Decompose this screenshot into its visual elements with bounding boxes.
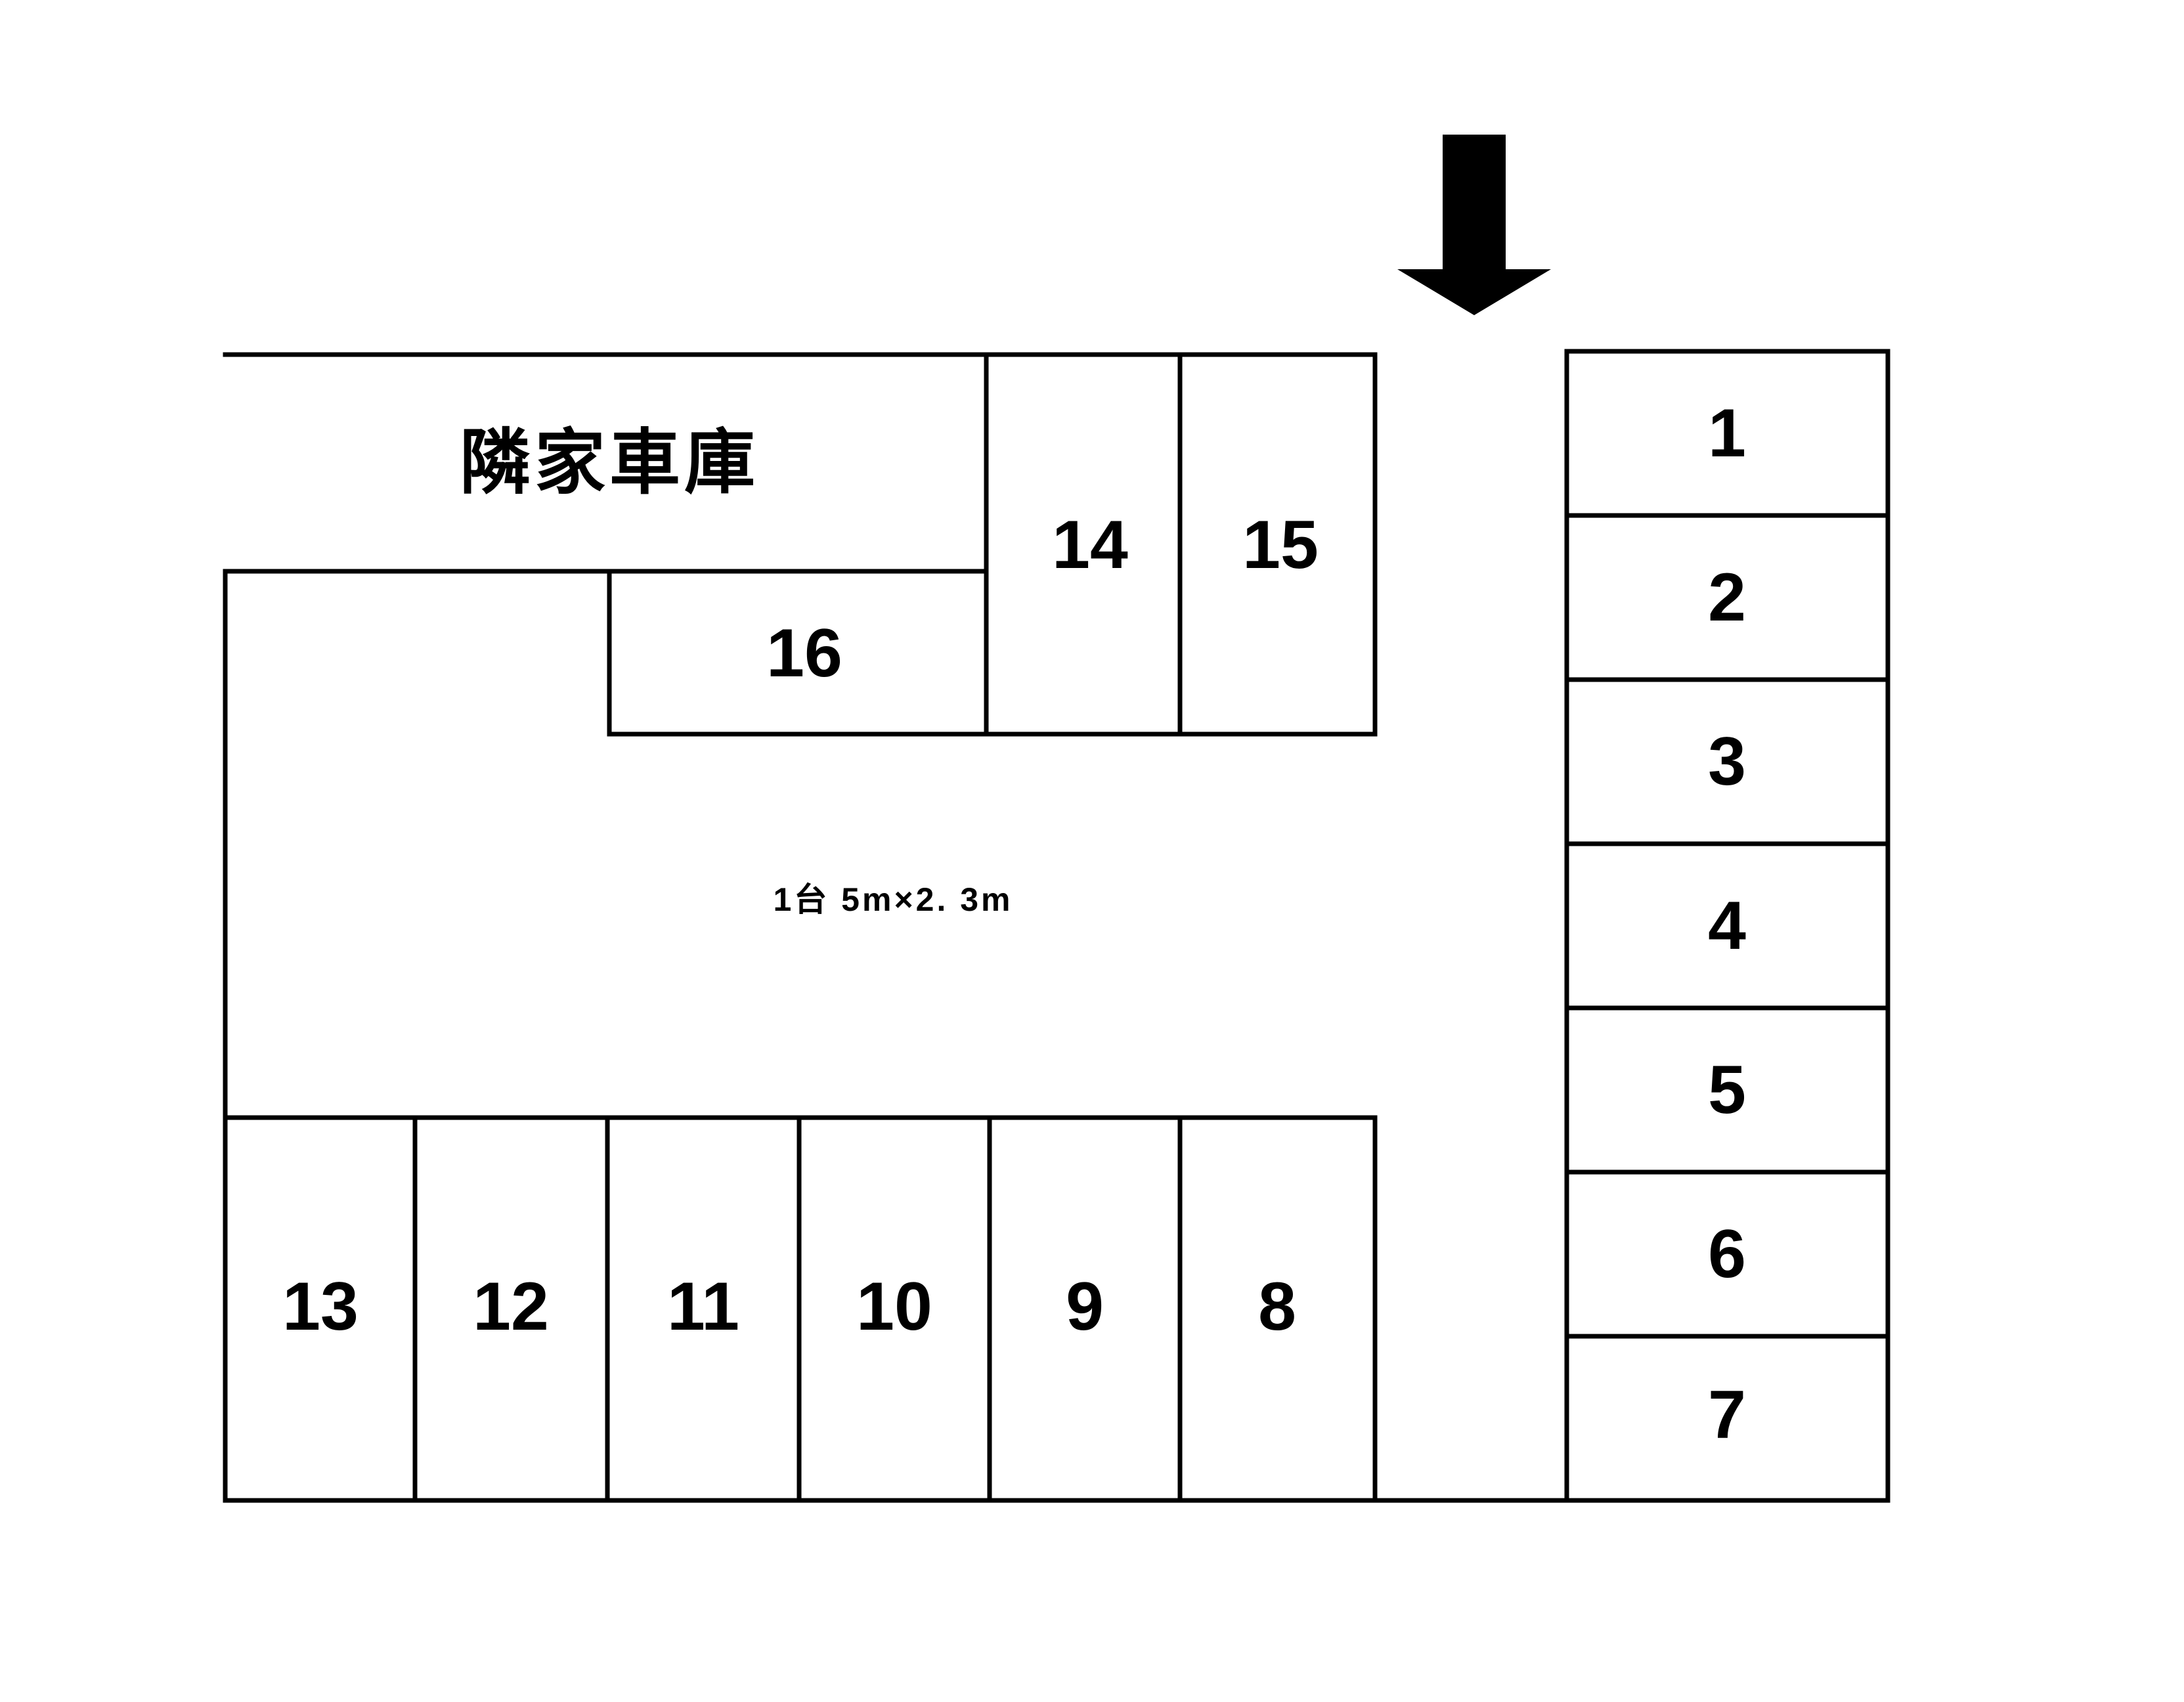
space-number-11: 11: [667, 1269, 739, 1345]
down-arrow-icon: [1397, 135, 1551, 315]
top-spaces-outline: [607, 352, 1378, 737]
space-number-9: 9: [1066, 1269, 1104, 1345]
space-number-15: 15: [1242, 507, 1319, 583]
space-number-12: 12: [473, 1269, 549, 1345]
space-number-4: 4: [1708, 888, 1746, 964]
space-number-6: 6: [1708, 1216, 1746, 1292]
space-number-13: 13: [282, 1269, 359, 1345]
space-number-8: 8: [1258, 1269, 1296, 1345]
space-size-note: 1台 5m×2. 3m: [773, 881, 1013, 918]
lot-outline: [223, 352, 1890, 1503]
neighbor-garage-label: 隣家車庫: [460, 422, 759, 504]
space-number-5: 5: [1708, 1052, 1746, 1128]
space-number-14: 14: [1052, 507, 1128, 583]
bottom-spaces-outline: [223, 1115, 1378, 1503]
space-number-1: 1: [1708, 395, 1746, 471]
space-number-2: 2: [1708, 559, 1746, 636]
space-number-16: 16: [766, 615, 842, 691]
space-number-10: 10: [856, 1269, 932, 1345]
space-number-7: 7: [1708, 1377, 1746, 1453]
right-spaces-outline: [1564, 349, 1890, 1503]
space-number-3: 3: [1708, 724, 1746, 800]
